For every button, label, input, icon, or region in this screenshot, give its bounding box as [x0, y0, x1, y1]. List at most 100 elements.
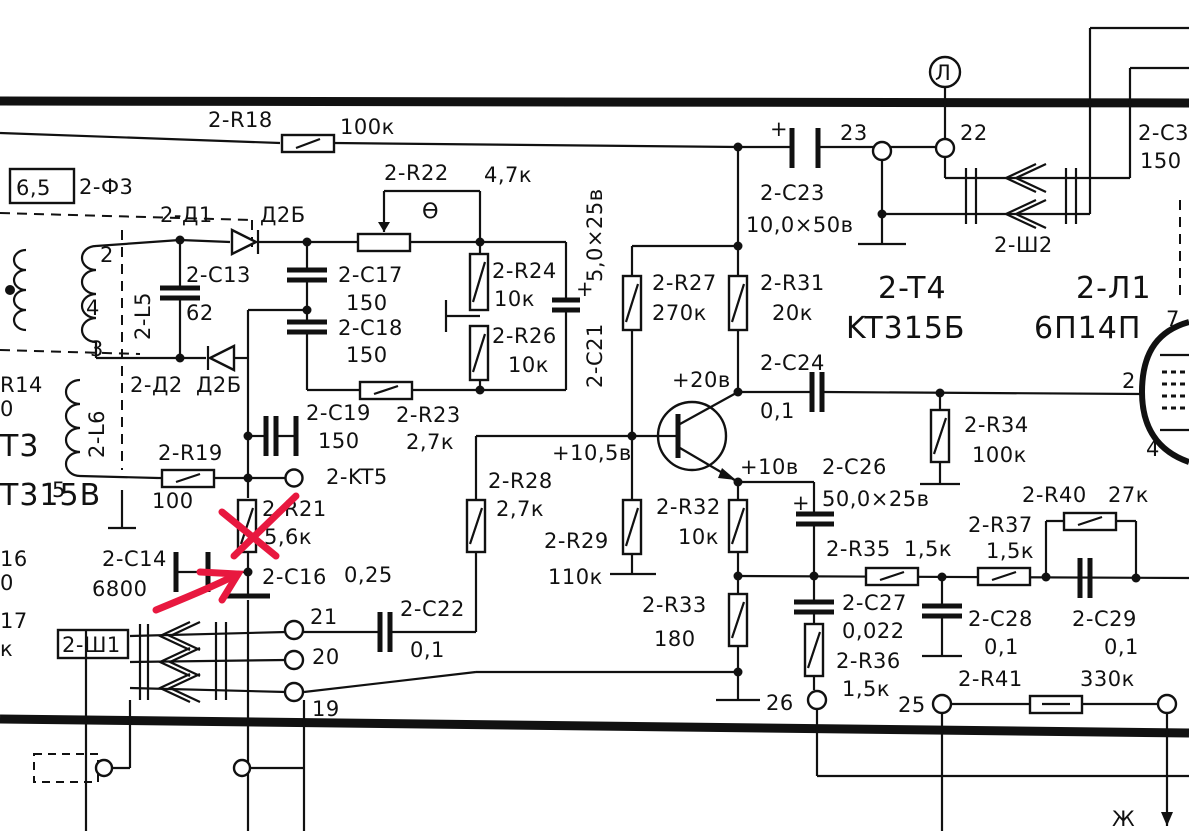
label-c23-plus: + — [770, 117, 788, 141]
capacitor-c19 — [248, 416, 299, 456]
label-r40-value: 27к — [1108, 483, 1149, 507]
capacitor-c26 — [796, 482, 834, 576]
capacitor-c28 — [922, 577, 962, 658]
label-c16: 2-C16 — [262, 565, 327, 589]
resistor-r34 — [920, 393, 960, 486]
label-tube-pin4: 4 — [1146, 437, 1160, 461]
label-c28: 2-C28 — [968, 607, 1033, 631]
arrow-zh — [1161, 812, 1173, 826]
capacitor-c29 — [1077, 558, 1093, 598]
label-d1-type: Д2Б — [260, 203, 306, 227]
label-r32: 2-R32 — [656, 495, 721, 519]
pin-23-circle — [871, 140, 893, 162]
label-r24: 2-R24 — [492, 259, 557, 283]
resistor-r27 — [621, 244, 738, 500]
pin-4: 4 — [86, 296, 100, 320]
label-v10: +10в — [740, 455, 799, 479]
label-d2-type: Д2Б — [196, 373, 242, 397]
label-pin-22: 22 — [960, 121, 988, 145]
label-r34: 2-R34 — [964, 413, 1029, 437]
connector-bottom-mid-pin — [232, 758, 252, 778]
resistor-r18 — [0, 131, 739, 154]
label-left-k: к — [0, 637, 13, 661]
label-left-16: 16 — [0, 547, 28, 571]
label-r35: 2-R35 — [826, 537, 891, 561]
label-c13: 2-C13 — [186, 263, 251, 287]
label-d1: 2-Д1 — [160, 203, 213, 227]
pin-21-circle — [283, 619, 305, 641]
label-l6: 2-L6 — [85, 410, 109, 458]
capacitor-c23 — [738, 128, 940, 168]
label-r33-value: 180 — [654, 627, 696, 651]
pin-22-circle — [934, 137, 956, 159]
label-c23-value: 10,0×50в — [746, 213, 853, 237]
label-r29: 2-R29 — [544, 529, 609, 553]
label-r36-value: 1,5к — [842, 677, 890, 701]
label-t3-type: T315B — [0, 478, 101, 513]
label-r32-value: 10к — [678, 525, 719, 549]
bottom-bus — [0, 714, 1189, 738]
pin-19-circle — [283, 681, 305, 703]
label-c29-value: 0,1 — [1104, 635, 1139, 659]
pin-25-circle — [931, 693, 953, 715]
label-d2: 2-Д2 — [130, 373, 183, 397]
label-sh2: 2-Ш2 — [994, 233, 1053, 257]
label-c3-partial-value: 150 — [1140, 149, 1182, 173]
label-c16-value: 0,25 — [344, 563, 393, 587]
label-c14: 2-C14 — [102, 547, 167, 571]
label-r37-value: 1,5к — [986, 539, 1034, 563]
label-r34-value: 100к — [972, 443, 1027, 467]
label-v105: +10,5в — [552, 441, 632, 465]
label-left-17: 17 — [0, 609, 28, 633]
coil-left-edge — [12, 248, 27, 332]
pin-2: 2 — [100, 243, 114, 267]
label-c26-value: 50,0×25в — [822, 487, 929, 511]
label-r18-value: 100к — [340, 115, 395, 139]
capacitor-c27 — [794, 576, 834, 624]
pin-right-circle — [1156, 693, 1178, 715]
label-r27: 2-R27 — [652, 271, 717, 295]
label-r19-value: 100 — [152, 489, 194, 513]
label-l5: 2-L5 — [131, 292, 155, 340]
label-r37: 2-R37 — [968, 513, 1033, 537]
label-theta: ϴ — [422, 199, 439, 223]
resistor-r40 — [1044, 511, 1138, 578]
label-c21: 2-C21 — [583, 323, 607, 388]
capacitor-c24 — [738, 372, 1143, 412]
label-t4: 2-T4 — [878, 271, 947, 306]
label-c27: 2-C27 — [842, 591, 907, 615]
connector-bottom-left — [33, 753, 99, 783]
red-cross-stroke-2 — [230, 492, 300, 560]
pin-5: 5 — [52, 478, 66, 502]
label-left-0: 0 — [0, 571, 14, 595]
label-r22-value: 4,7к — [484, 163, 532, 187]
label-t4-type: KT315Б — [846, 311, 966, 346]
label-c18-value: 150 — [346, 343, 388, 367]
potentiometer-r22 — [356, 189, 482, 253]
label-r28: 2-R28 — [488, 469, 553, 493]
label-pin-20: 20 — [312, 645, 340, 669]
red-arrow-head — [196, 568, 245, 604]
label-r41: 2-R41 — [958, 667, 1023, 691]
diode-d1 — [179, 228, 480, 256]
capacitor-c21 — [480, 240, 580, 392]
label-r23-value: 2,7к — [406, 430, 454, 454]
resistor-r28 — [465, 436, 487, 632]
label-r26: 2-R26 — [492, 324, 557, 348]
red-arrow-shaft — [152, 570, 242, 614]
label-circle-l: Л — [935, 61, 951, 85]
label-c19-value: 150 — [318, 429, 360, 453]
label-c26-plus: + — [792, 491, 810, 515]
resistor-r26 — [468, 324, 490, 390]
coil-l5 — [80, 238, 181, 360]
node-c19 — [243, 431, 253, 441]
connector-bottom-left-pin — [94, 758, 114, 778]
label-c17: 2-C17 — [338, 263, 403, 287]
capacitor-c13 — [160, 240, 200, 358]
label-pin-25: 25 — [898, 693, 926, 717]
top-bus — [0, 96, 1189, 108]
label-r33: 2-R33 — [642, 593, 707, 617]
node-left-edge — [5, 285, 15, 295]
